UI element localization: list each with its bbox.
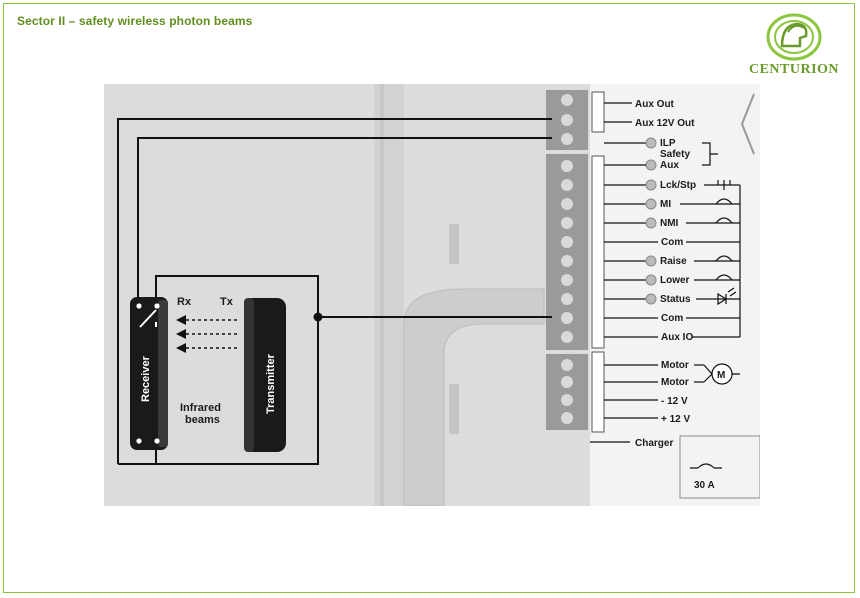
terminal-label: Status: [660, 294, 691, 305]
receiver-label: Receiver: [140, 355, 152, 402]
board-edge-icon: [740, 93, 755, 155]
terminal-strip: [591, 351, 605, 433]
led-icon: [645, 137, 657, 149]
terminal-label: Lck/Stp: [660, 180, 696, 191]
terminal-label: Com: [661, 237, 683, 248]
terminal-label: MI: [660, 199, 671, 210]
terminal-label: Lower: [660, 275, 690, 286]
wiring-diagram: Aux Out Aux 12V Out ILP Safety Aux Lck/S…: [104, 84, 760, 506]
receiver-unit: Receiver: [130, 297, 168, 450]
wire-aux12v: [117, 118, 552, 464]
slide-title: Sector II – safety wireless photon beams: [17, 14, 253, 28]
led-icon: [645, 159, 657, 171]
io-terminals: Lck/Stp MI NMI Com Raise Lower Status Co…: [604, 179, 741, 343]
slot-shape: [449, 224, 459, 264]
fuse-box: [679, 435, 760, 499]
terminal-label: Motor: [661, 360, 689, 371]
terminal-label: Aux: [660, 160, 679, 171]
arrow-left-icon: [176, 315, 186, 325]
slot-shape: [449, 384, 459, 434]
terminal-block-io: [546, 154, 588, 350]
terminal-label: NMI: [660, 218, 679, 229]
beams-label-line2: beams: [185, 414, 220, 426]
transmitter-label: Transmitter: [265, 353, 277, 414]
switch-icon: [715, 274, 733, 281]
led-icon: [645, 274, 657, 286]
led-diode-icon: [717, 287, 737, 306]
helmet-emblem-icon: [766, 13, 822, 61]
switch-icon: [715, 255, 733, 262]
panel-rail: [374, 84, 404, 506]
led-icon: [645, 198, 657, 210]
motor-icon: M: [694, 363, 740, 385]
terminal-label: Aux Out: [635, 99, 675, 110]
terminal-label: Com: [661, 313, 683, 324]
terminal-label: Aux 12V Out: [635, 118, 695, 129]
bracket-shape: [403, 288, 545, 506]
switch-icon: [715, 217, 733, 224]
transmitter-unit: Transmitter: [244, 298, 286, 452]
lock-switch-icon: [717, 180, 731, 190]
switch-icon: [715, 198, 733, 205]
terminal-label: Motor: [661, 377, 689, 388]
led-icon: [645, 217, 657, 229]
led-icon: [645, 179, 657, 191]
terminal-label: ILP: [660, 138, 676, 149]
tx-label: Tx: [220, 296, 234, 308]
terminal-strip: [591, 155, 605, 349]
infrared-beams: [176, 315, 239, 353]
terminal-label: Raise: [660, 256, 687, 267]
panel-rail-edge: [380, 84, 384, 506]
arrow-left-icon: [176, 329, 186, 339]
beams-label-line1: Infrared: [180, 402, 221, 414]
arrow-left-icon: [176, 343, 186, 353]
terminal-label: + 12 V: [661, 414, 691, 425]
logo-text: CENTURION: [748, 62, 840, 77]
rx-label: Rx: [177, 296, 192, 308]
terminal-label: Safety: [660, 149, 690, 160]
bridge-icon: [702, 142, 718, 166]
terminal-block-top: [546, 90, 588, 150]
charger-label: Charger: [635, 438, 673, 449]
wire-com-return: [118, 317, 319, 465]
fuse-label: 30 A: [694, 480, 715, 491]
terminal-block-power: [546, 354, 588, 430]
centurion-logo: CENTURION: [738, 12, 850, 84]
junction-dot: [313, 312, 323, 322]
terminal-label: - 12 V: [661, 396, 688, 407]
terminal-label: Aux IO: [661, 332, 693, 343]
slide-frame: [3, 3, 855, 593]
led-icon: [645, 293, 657, 305]
fuse-icon: [690, 463, 722, 469]
terminal-strip: [591, 91, 605, 133]
wire-safety: [137, 137, 552, 298]
led-icon: [645, 255, 657, 267]
motor-symbol: M: [717, 370, 725, 381]
